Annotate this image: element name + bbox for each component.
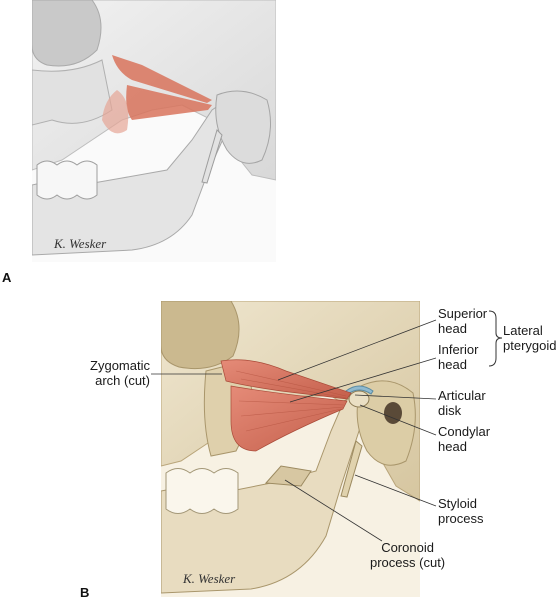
- orbit-b: [161, 301, 240, 370]
- coronoid-process-cut: [264, 465, 312, 487]
- temporal-bone-b: [356, 380, 416, 466]
- lateral-pterygoid-inferior-b: [230, 385, 348, 452]
- condylar-head-shape: [348, 390, 370, 408]
- leader-condylar-head: [359, 404, 437, 436]
- styloid-process-b: [340, 440, 363, 498]
- panel-b-illustration: K. Wesker: [161, 301, 420, 597]
- articular-disk-shape: [345, 385, 374, 395]
- artist-signature-a: K. Wesker: [53, 236, 107, 251]
- panel-letter-a: A: [2, 270, 12, 285]
- molar-teeth: [36, 160, 98, 200]
- leader-articular-disk: [354, 394, 437, 400]
- panel-a-illustration: K. Wesker: [32, 0, 276, 262]
- leader-superior-head: [277, 319, 437, 381]
- panel-letter-b: B: [80, 585, 90, 600]
- external-acoustic-meatus: [384, 402, 402, 424]
- lateral-pterygoid-superior-b: [220, 359, 352, 400]
- artist-signature-b: K. Wesker: [182, 571, 236, 586]
- leader-coronoid-process: [284, 479, 383, 542]
- lateral-pterygoid-inferior-a: [126, 85, 212, 120]
- leader-inferior-head: [289, 357, 437, 403]
- lateral-pterygoid-superior-a: [112, 55, 212, 103]
- leader-styloid-process: [354, 474, 437, 507]
- muscle-origin-area-a: [102, 90, 129, 134]
- styloid-process-a: [201, 129, 223, 184]
- muscle-fibers: [235, 370, 347, 432]
- molar-teeth-b: [165, 468, 239, 514]
- lateral-pterygoid-bracket: [488, 310, 503, 367]
- orbit: [32, 0, 102, 67]
